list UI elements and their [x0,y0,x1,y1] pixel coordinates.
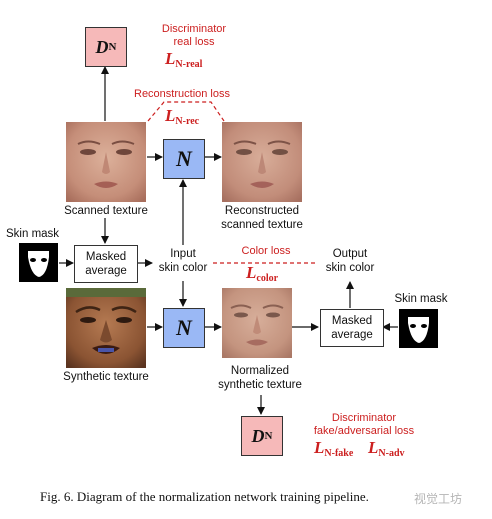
skin-mask-left-drawing [28,251,49,277]
network-bottom-symbol: N [176,315,192,340]
watermark: 视觉工坊 [414,492,463,506]
reconstruction-loss-title: Reconstruction loss [134,88,230,100]
discriminator-fake-loss-line2: fake/adversarial loss [313,425,415,437]
output-skin-color-label: Output skin color [318,247,382,275]
masked-average-right-line2: average [331,329,373,341]
scanned-texture-label: Scanned texture [64,205,148,217]
reconstructed-label-line2: scanned texture [221,219,303,231]
output-skin-color-line2: skin color [325,262,375,274]
loss-n-fake-sub: N-fake [324,448,354,459]
discriminator-bottom-sub: N [264,430,273,442]
masked-average-right-box: Masked average [320,309,384,347]
discriminator-bottom-symbol: D [251,425,265,446]
masked-average-left-line1: Masked [85,251,127,263]
figure-caption: Fig. 6. Diagram of the normalization net… [40,489,369,504]
masked-average-left-box: Masked average [74,245,138,283]
loss-n-rec-symbol: L [165,106,176,125]
discriminator-real-loss-title: Discriminator real loss [146,23,242,49]
network-top-symbol: N [176,146,192,171]
normalized-texture-image [222,288,292,358]
skin-mask-left-image [19,243,58,282]
discriminator-real-loss-line2: real loss [173,36,215,48]
normalized-label-line1: Normalized [230,365,290,377]
loss-n-rec: LN-rec [165,106,199,127]
normalized-label-line2: synthetic texture [218,379,302,391]
masked-average-right-line1: Masked [331,315,373,327]
loss-n-adv-sub: N-adv [378,448,405,459]
loss-n-fake-symbol: L [314,438,325,457]
discriminator-top-symbol: D [95,36,109,57]
scanned-texture-image [66,122,146,202]
synthetic-texture-label: Synthetic texture [63,371,149,383]
skin-mask-right-image [399,309,438,348]
synthetic-face-drawing [66,288,146,368]
color-loss-title: Color loss [241,245,291,257]
skin-mask-left-label: Skin mask [6,228,60,240]
reconstructed-label: Reconstructed scanned texture [207,204,317,232]
loss-color: Lcolor [246,263,278,284]
input-skin-color-label: Input skin color [153,247,213,275]
loss-n-real-sub: N-real [175,59,203,70]
synthetic-texture-image [66,288,146,368]
loss-n-rec-sub: N-rec [175,116,200,127]
network-top-box: N [163,139,205,179]
skin-mask-right-label: Skin mask [394,293,448,305]
discriminator-fake-loss-title: Discriminator fake/adversarial loss [300,412,428,438]
scanned-face-drawing [66,122,146,202]
loss-n-fake: LN-fake [314,438,353,459]
normalized-face-drawing [222,288,292,358]
masked-average-left-line2: average [85,265,127,277]
loss-n-adv-symbol: L [368,438,379,457]
discriminator-real-loss-line1: Discriminator [161,23,227,35]
reconstructed-face-drawing [222,122,302,202]
discriminator-top-sub: N [108,41,117,53]
loss-n-real-symbol: L [165,49,176,68]
input-skin-color-line1: Input [170,248,196,260]
network-bottom-box: N [163,308,205,348]
loss-color-sub: color [256,273,279,284]
input-skin-color-line2: skin color [158,262,208,274]
loss-n-real: LN-real [165,49,202,70]
reconstructed-texture-image [222,122,302,202]
reconstructed-label-line1: Reconstructed [224,205,300,217]
discriminator-fake-loss-line1: Discriminator [331,412,397,424]
loss-color-symbol: L [246,263,257,282]
loss-n-adv: LN-adv [368,438,405,459]
normalized-label: Normalized synthetic texture [207,364,313,392]
output-skin-color-line1: Output [332,248,368,260]
skin-mask-right-drawing [408,317,429,343]
